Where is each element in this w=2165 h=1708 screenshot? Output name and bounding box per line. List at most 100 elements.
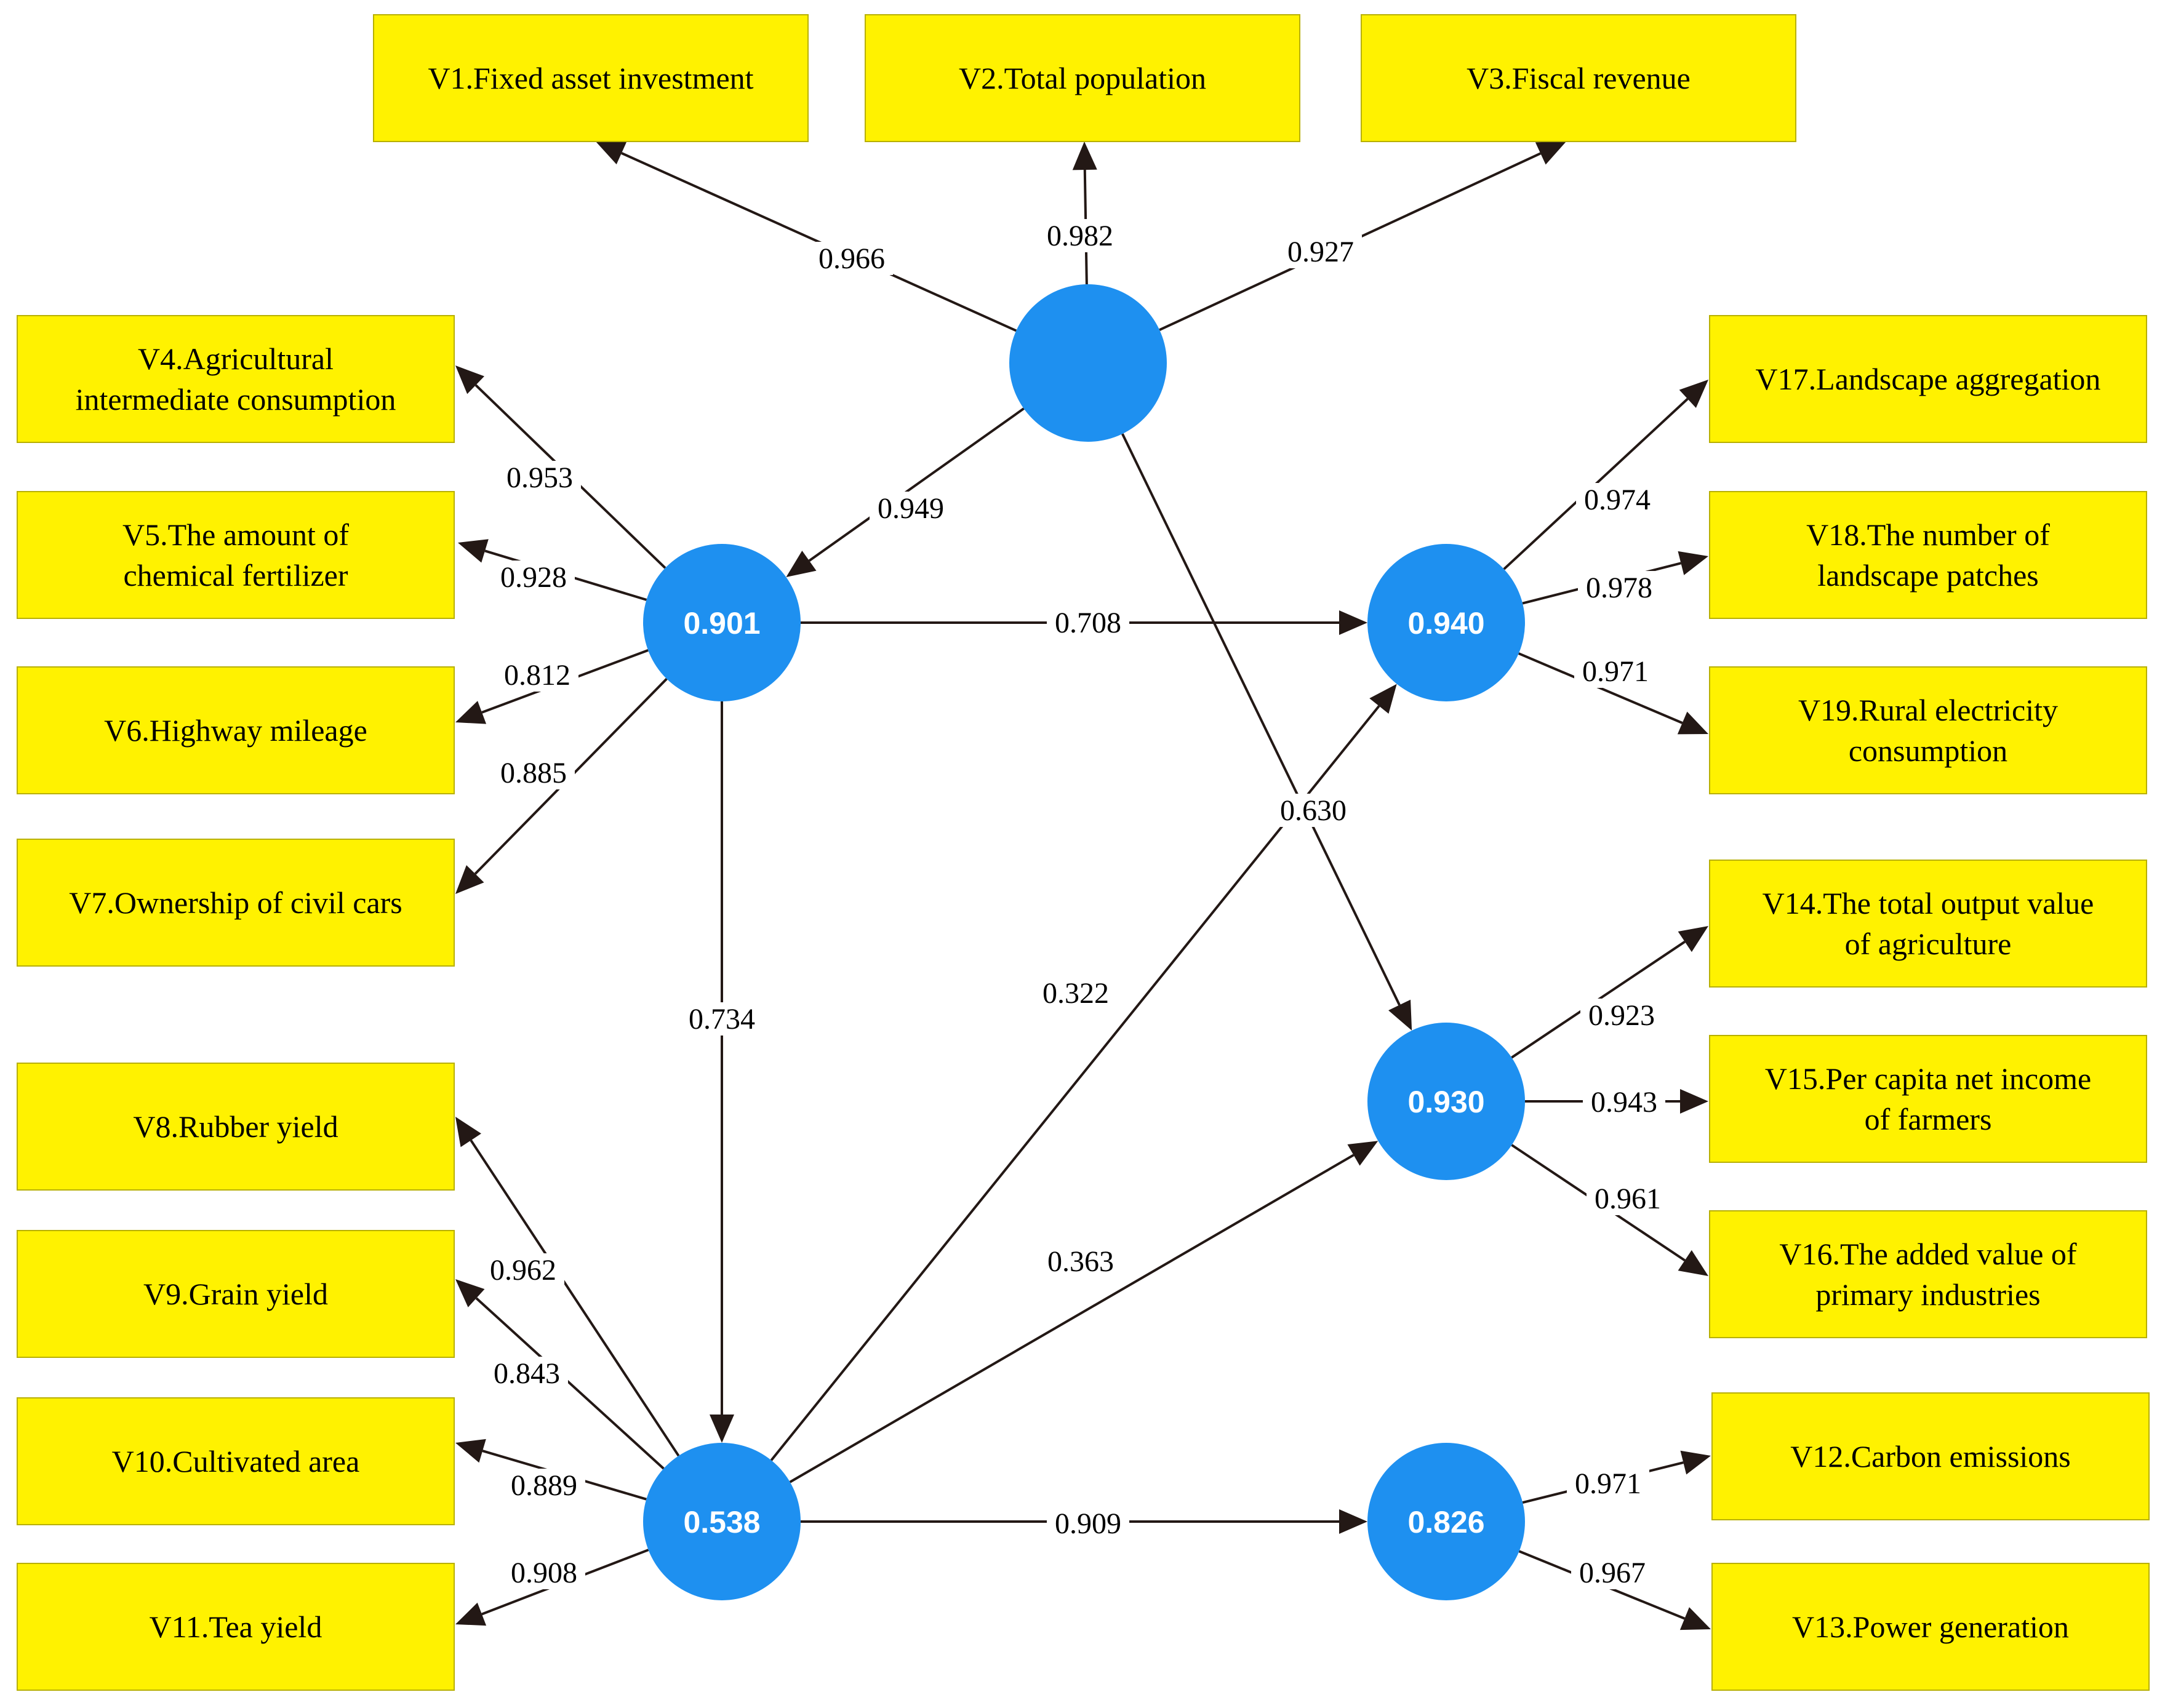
coefficient-label: 0.734 — [689, 1003, 755, 1036]
indicator-box-v13: V13.Power generation — [1711, 1563, 2150, 1691]
loading-arrow-v19 — [1518, 652, 1708, 735]
indicator-box-v18: V18.The number of landscape patches — [1709, 491, 2147, 619]
indicator-box-v14: V14.The total output value of agriculture — [1709, 860, 2147, 988]
construct-node-c3: 0.940 — [1367, 544, 1525, 701]
path-coefficient-c2-c3: 0.322 — [1034, 976, 1117, 1010]
indicator-box-v11: V11.Tea yield — [17, 1563, 455, 1691]
loading-arrow-v14 — [1511, 926, 1708, 1059]
indicator-label: V3.Fiscal revenue — [1467, 61, 1691, 95]
coefficient-label: 0.708 — [1055, 607, 1121, 639]
path-arrow-c2-c4 — [789, 1141, 1379, 1483]
indicator-label: V15.Per capita net income — [1765, 1061, 2091, 1096]
loading-label-v12: 0.971 — [1567, 1467, 1649, 1500]
coefficient-label: 0.962 — [490, 1254, 556, 1287]
coefficient-label: 0.322 — [1042, 977, 1109, 1010]
coefficient-label: 0.889 — [511, 1469, 577, 1502]
path-coefficient-c1-c3: 0.708 — [1047, 606, 1129, 639]
arrowhead-icon — [710, 1415, 734, 1443]
arrowhead-icon — [1679, 1607, 1711, 1630]
loading-label-v4: 0.953 — [498, 461, 581, 494]
edge-labels-layer: 0.949 0.630 0.708 0.734 0.322 0.363 0.909 0.966… — [482, 219, 1669, 1589]
coefficient-label: 0.928 — [500, 561, 567, 594]
coefficient-label: 0.971 — [1575, 1467, 1641, 1500]
indicator-label: V8.Rubber yield — [133, 1109, 338, 1144]
indicator-label: V19.Rural electricity — [1798, 693, 2058, 727]
indicator-label: V14.The total output value — [1763, 886, 2094, 920]
path-arrow-c2-c3 — [770, 684, 1397, 1461]
indicator-box-v17: V17.Landscape aggregation — [1709, 315, 2147, 443]
path-arrow-c1-c2 — [710, 701, 734, 1443]
loading-label-v16: 0.961 — [1587, 1182, 1669, 1215]
arrowhead-icon — [596, 142, 627, 165]
arrowhead-icon — [455, 701, 487, 724]
indicator-label: of agriculture — [1845, 927, 2012, 961]
loading-arrow-v8 — [455, 1117, 680, 1457]
arrowhead-icon — [455, 365, 484, 394]
loading-label-v8: 0.962 — [482, 1253, 564, 1287]
loading-label-v17: 0.974 — [1576, 483, 1659, 516]
coefficient-label: 0.961 — [1595, 1183, 1661, 1215]
loading-arrow-v17 — [1503, 380, 1708, 570]
arrowhead-icon — [455, 865, 484, 894]
loading-label-v13: 0.967 — [1571, 1556, 1654, 1589]
arrowhead-icon — [1369, 684, 1397, 714]
arrowhead-icon — [455, 1117, 481, 1147]
construct-node-c1: 0.901 — [643, 544, 801, 701]
arrowhead-icon — [1678, 1250, 1708, 1276]
loading-label-v14: 0.923 — [1580, 999, 1663, 1032]
indicator-label: landscape patches — [1817, 558, 2039, 593]
loading-arrow-v9 — [455, 1279, 665, 1470]
construct-node-c0 — [1009, 284, 1167, 442]
coefficient-label: 0.923 — [1588, 999, 1655, 1032]
arrowhead-icon — [1339, 610, 1367, 635]
indicator-label: V1.Fixed asset investment — [428, 61, 753, 95]
loading-label-v15: 0.943 — [1583, 1085, 1665, 1119]
indicator-label: V2.Total population — [959, 61, 1206, 95]
coefficient-label: 0.967 — [1579, 1557, 1646, 1589]
indicator-box-v9: V9.Grain yield — [17, 1230, 455, 1358]
indicator-label: V12.Carbon emissions — [1790, 1439, 2071, 1474]
r-squared-value: 0.940 — [1407, 606, 1484, 640]
arrowhead-icon — [1535, 142, 1566, 165]
path-coefficient-c2-c4: 0.363 — [1039, 1245, 1122, 1278]
coefficient-label: 0.885 — [500, 757, 567, 789]
arrowhead-icon — [1680, 1450, 1711, 1475]
arrowhead-icon — [1677, 711, 1708, 735]
loading-label-v11: 0.908 — [503, 1556, 585, 1589]
loading-arrow-v2 — [1072, 142, 1097, 285]
arrowhead-icon — [455, 1602, 487, 1626]
indicator-label: V18.The number of — [1806, 517, 2050, 552]
loading-arrow-v3 — [1159, 142, 1566, 332]
arrowhead-icon — [1347, 1141, 1379, 1166]
coefficient-label: 0.982 — [1047, 220, 1113, 252]
arrowhead-icon — [1678, 926, 1708, 952]
arrowhead-icon — [786, 551, 817, 577]
coefficient-label: 0.966 — [818, 242, 885, 275]
construct-node-c4: 0.930 — [1367, 1023, 1525, 1180]
path-coefficient-c1-c2: 0.734 — [681, 1002, 763, 1036]
coefficient-label: 0.843 — [494, 1357, 560, 1390]
indicator-label: V4.Agricultural — [138, 341, 334, 376]
loading-label-v5: 0.928 — [492, 561, 575, 594]
path-arrow-c0-c1 — [786, 407, 1025, 577]
coefficient-label: 0.943 — [1591, 1086, 1657, 1119]
coefficient-label: 0.363 — [1047, 1245, 1114, 1278]
indicator-label: primary industries — [1815, 1277, 2040, 1312]
loading-label-v6: 0.812 — [496, 658, 578, 692]
indicator-label: V10.Cultivated area — [112, 1444, 360, 1479]
coefficient-label: 0.953 — [506, 461, 573, 494]
coefficient-label: 0.978 — [1586, 572, 1652, 604]
path-coefficient-c2-c5: 0.909 — [1047, 1507, 1129, 1540]
indicator-label: V6.Highway mileage — [104, 713, 367, 748]
coefficient-label: 0.630 — [1280, 794, 1347, 827]
path-coefficient-c0-c1: 0.949 — [870, 492, 952, 525]
arrowhead-icon — [1339, 1509, 1367, 1534]
loading-arrow-v1 — [596, 142, 1017, 332]
indicator-box-v1: V1.Fixed asset investment — [373, 14, 809, 142]
